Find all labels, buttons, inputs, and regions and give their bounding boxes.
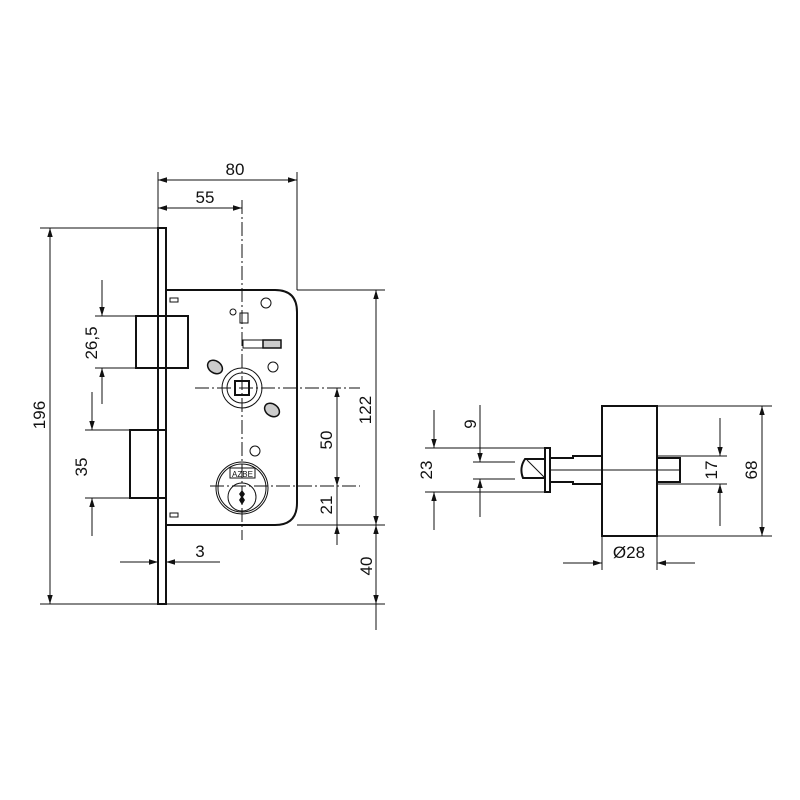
dim-55: 55 [196,188,215,207]
screw-icon [249,445,261,457]
dead-bolt [129,429,167,499]
dim-9: 9 [461,419,480,428]
side-dimensions: 23 9 17 68 Ø28 [417,405,772,570]
dim-diameter-28: Ø28 [613,543,645,562]
screw-icon [260,297,272,309]
lock-case [166,289,298,526]
dim-80: 80 [226,160,245,179]
dim-122: 122 [356,396,375,424]
dim-50: 50 [317,431,336,450]
dim-3: 3 [195,542,204,561]
mortise-lock-front-view: AZBE [129,200,360,605]
latch-bolt [135,315,189,369]
dim-26-5: 26,5 [82,326,101,359]
rose [601,405,658,537]
handle-side-view [520,405,681,537]
dim-68: 68 [742,461,761,480]
dim-23: 23 [417,461,436,480]
dim-17: 17 [702,461,721,480]
dim-40: 40 [357,557,376,576]
screw-icon [267,361,279,373]
dim-21: 21 [317,496,336,515]
front-dimensions: 80 55 196 26,5 35 3 122 50 21 40 [30,160,385,630]
dim-196: 196 [30,401,49,429]
dim-35: 35 [72,458,91,477]
faceplate [157,227,167,605]
